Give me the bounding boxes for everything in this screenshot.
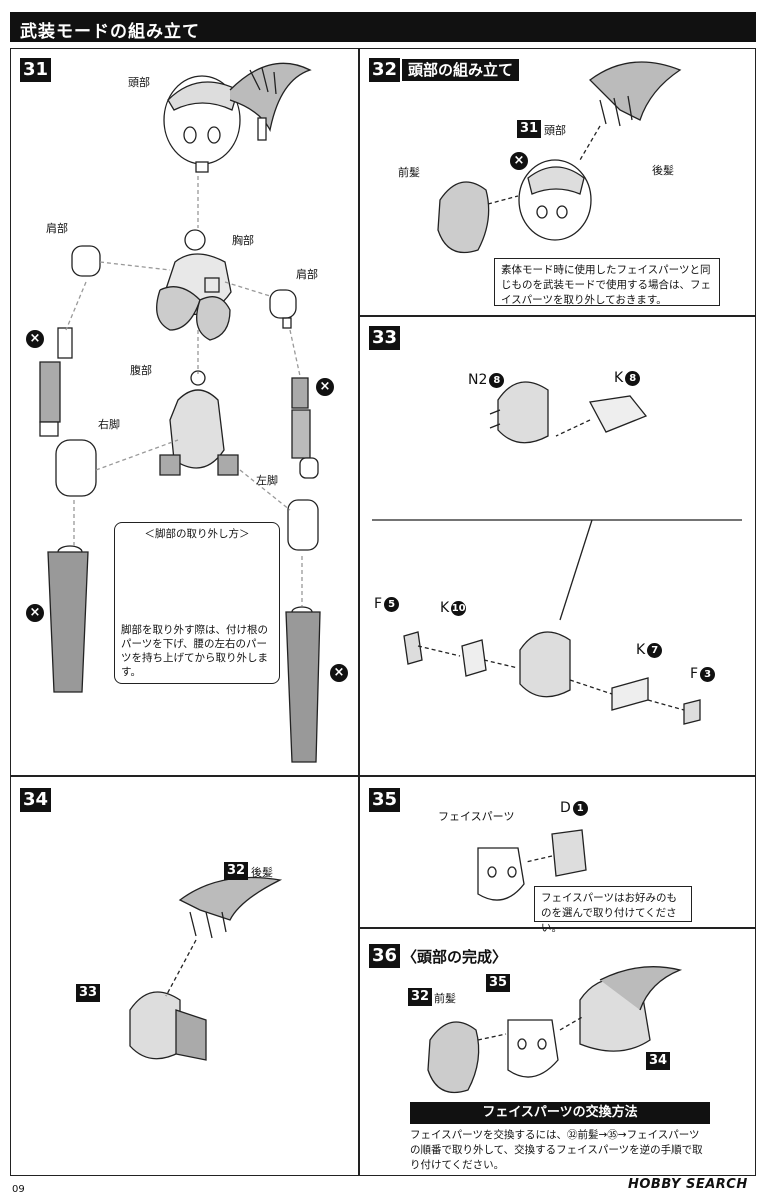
step35-illustration bbox=[477, 829, 587, 901]
face-parts-note: 素体モード時に使用したフェイスパーツと同じものを武装モードで使用する場合は、フェ… bbox=[494, 258, 720, 306]
label-shoulder-left: 肩部 bbox=[46, 222, 68, 235]
step33-leader bbox=[372, 519, 742, 621]
step33-bottom-illustration bbox=[403, 631, 701, 725]
remove-icon: × bbox=[330, 664, 348, 682]
step-number: 31 bbox=[20, 58, 52, 82]
step36-illustration bbox=[427, 966, 683, 1094]
label-shoulder-right: 肩部 bbox=[296, 268, 318, 281]
label-front-hair: 前髪 bbox=[398, 166, 420, 179]
label-left-leg: 左脚 bbox=[256, 474, 278, 487]
step34-illustration bbox=[129, 876, 283, 1061]
ref-step-number: 32 bbox=[224, 862, 249, 880]
label-right-leg: 右脚 bbox=[98, 418, 120, 431]
remove-icon: × bbox=[510, 152, 528, 170]
label-back-hair: 後髪 bbox=[652, 164, 674, 177]
head-illustration bbox=[163, 62, 312, 173]
leg-removal-note-title: ＜脚部の取り外し方＞ bbox=[144, 528, 250, 540]
watermark-brand: HOBBY SEARCH bbox=[628, 1177, 748, 1192]
step33-top-illustration bbox=[489, 381, 648, 444]
step-number: 33 bbox=[369, 326, 401, 350]
step-number: 34 bbox=[20, 788, 52, 812]
step-title: 〈頭部の完成〉 bbox=[402, 948, 508, 966]
part-letter: F bbox=[374, 596, 383, 612]
ref-step-number: 31 bbox=[517, 120, 542, 138]
arm-illustrations bbox=[39, 327, 319, 479]
step-number: 35 bbox=[369, 788, 401, 812]
step32-illustration bbox=[437, 61, 682, 254]
exchange-instructions: フェイスパーツを交換するには、㉜前髪→㉟→フェイスパーツの順番で取り外して、交換… bbox=[410, 1129, 703, 1171]
part-number: 5 bbox=[384, 596, 400, 612]
waist-illustration bbox=[159, 370, 239, 476]
ref-step-number: 33 bbox=[76, 984, 101, 1002]
face-choice-note: フェイスパーツはお好みのものを選んで取り付けてください。 bbox=[534, 886, 692, 934]
ref-step-number: 34 bbox=[646, 1052, 671, 1070]
remove-icon: × bbox=[26, 330, 44, 348]
chest-illustration bbox=[156, 229, 232, 341]
label-front-hair: 前髪 bbox=[434, 992, 456, 1005]
section-header: 武装モードの組み立て bbox=[10, 12, 756, 42]
label-head: 頭部 bbox=[544, 124, 566, 137]
part-letter: D bbox=[560, 800, 571, 816]
leg-removal-note-body: 脚部を取り外す際は、付け根のパーツを下げ、腰の左右のパーツを持ち上げてから取り外… bbox=[121, 624, 268, 678]
part-letter: K bbox=[614, 370, 624, 386]
part-letter: N2 bbox=[468, 372, 488, 388]
exchange-title: フェイスパーツの交換方法 bbox=[410, 1102, 710, 1124]
panel-step-34 bbox=[10, 776, 359, 1176]
step-number: 32 bbox=[369, 58, 401, 82]
part-number: 3 bbox=[700, 666, 716, 682]
section-title: 武装モードの組み立て bbox=[20, 22, 200, 42]
panel-step-36 bbox=[359, 928, 756, 1176]
part-letter: F bbox=[690, 666, 699, 682]
remove-icon: × bbox=[316, 378, 334, 396]
part-number: 7 bbox=[647, 642, 663, 658]
leg-removal-note: ＜脚部の取り外し方＞ 脚部を取り外す際は、付け根のパーツを下げ、腰の左右のパーツ… bbox=[114, 522, 280, 684]
part-letter: K bbox=[636, 642, 646, 658]
label-face-parts: フェイスパーツ bbox=[438, 810, 515, 823]
part-number: 8 bbox=[625, 370, 641, 386]
shoulder-illustrations bbox=[71, 245, 297, 329]
part-number: 1 bbox=[572, 800, 588, 816]
step-number: 36 bbox=[369, 944, 401, 968]
remove-icon: × bbox=[26, 604, 44, 622]
part-number: 8 bbox=[489, 372, 505, 388]
ref-step-number: 35 bbox=[486, 974, 511, 992]
page-number: 09 bbox=[12, 1184, 25, 1195]
label-back-hair: 後髪 bbox=[251, 866, 273, 879]
label-chest: 胸部 bbox=[232, 234, 254, 247]
label-waist: 腹部 bbox=[130, 364, 152, 377]
part-number: 10 bbox=[451, 600, 467, 616]
step-title: 頭部の組み立て bbox=[402, 59, 520, 81]
ref-step-number: 32 bbox=[408, 988, 433, 1006]
panel-step-33 bbox=[359, 316, 756, 776]
leg-illustrations bbox=[47, 439, 321, 763]
assembly-guides-31 bbox=[65, 176, 303, 606]
label-head: 頭部 bbox=[128, 76, 150, 89]
part-letter: K bbox=[440, 600, 450, 616]
